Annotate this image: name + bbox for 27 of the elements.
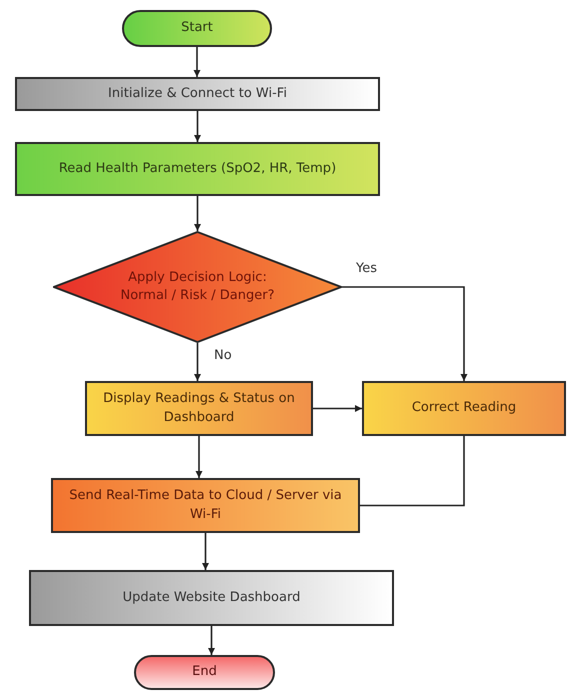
process-box [85, 381, 313, 436]
node-label: Send Real-Time Data to Cloud / Server via Wi-Fi [68, 487, 343, 524]
arrow [194, 47, 200, 77]
process-box [15, 77, 380, 111]
node-label: Read Health Parameters (SpO2, HR, Temp) [58, 160, 336, 178]
node-label: Update Website Dashboard [122, 588, 300, 607]
arrow [313, 405, 362, 412]
arrow [342, 286, 468, 381]
node-label: Apply Decision Logic: Normal / Risk / Danger? [120, 268, 276, 305]
arrow [194, 111, 201, 142]
node-label: End [192, 663, 217, 682]
node-label: Initialize & Connect to Wi-Fi [108, 84, 287, 103]
process-box [362, 381, 566, 436]
node-label: Display Readings & Status on Dashboard [102, 390, 296, 426]
node-label: Correct Reading [412, 399, 516, 418]
process-box [51, 478, 360, 533]
arrow [194, 343, 201, 381]
node-label: Start [181, 19, 213, 38]
terminal-pill [134, 655, 275, 690]
arrow [208, 626, 215, 655]
terminal-pill [122, 10, 272, 47]
arrow [196, 436, 202, 478]
process-box [15, 142, 380, 196]
arrow [202, 533, 209, 570]
process-box [29, 570, 394, 626]
decision-diamond [53, 231, 342, 343]
arrow [194, 196, 201, 231]
